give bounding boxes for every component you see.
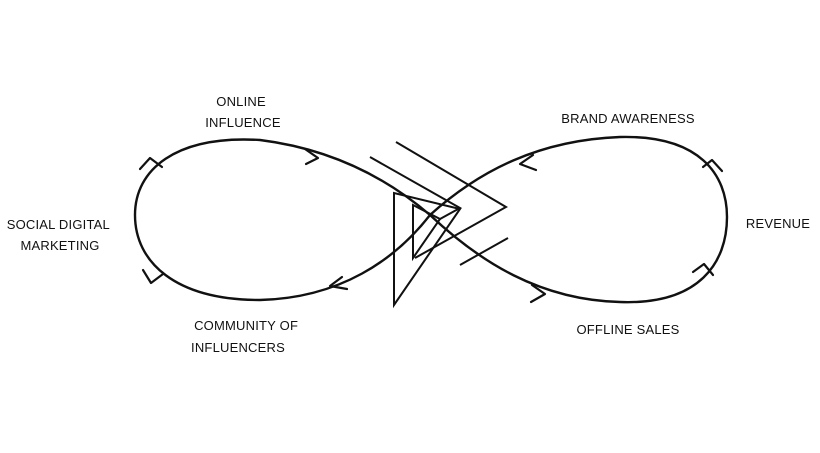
label-community-line-1: COMMUNITY OF xyxy=(194,318,298,333)
logo-chevron-lower xyxy=(459,237,509,266)
label-social-digital-marketing-line-1: SOCIAL DIGITAL xyxy=(7,217,110,232)
label-revenue-line-1: REVENUE xyxy=(746,216,810,231)
label-brand-awareness: BRAND AWARENESS xyxy=(561,111,695,126)
label-social-digital-marketing: SOCIAL DIGITAL MARKETING xyxy=(7,217,114,253)
label-offline-sales: OFFLINE SALES xyxy=(576,322,679,337)
label-brand-awareness-line-1: BRAND AWARENESS xyxy=(561,111,695,126)
arrow-online-influence xyxy=(303,147,320,166)
arrow-revenue-top xyxy=(701,158,724,173)
label-online-influence-line-2: INFLUENCE xyxy=(205,115,281,130)
label-community-line-2: INFLUENCERS xyxy=(191,340,285,355)
label-social-digital-marketing-line-2: MARKETING xyxy=(20,238,99,253)
diagram-labels: ONLINE INFLUENCE BRAND AWARENESS SOCIAL … xyxy=(7,94,810,355)
arrow-offline-sales xyxy=(529,283,547,304)
logo-inner-triangle xyxy=(412,203,442,262)
play-triangle-logo-icon xyxy=(369,141,509,309)
logo-chevron-upper xyxy=(395,141,509,259)
arrow-top-left xyxy=(138,156,164,171)
label-online-influence: ONLINE INFLUENCE xyxy=(205,94,281,130)
infinity-right-lobe xyxy=(428,135,729,304)
label-online-influence-line-1: ONLINE xyxy=(216,94,266,109)
arrow-revenue-bottom xyxy=(691,262,715,277)
logo-chevron-top xyxy=(369,156,463,220)
label-revenue: REVENUE xyxy=(746,216,810,231)
flow-arrows xyxy=(138,147,724,304)
label-offline-sales-line-1: OFFLINE SALES xyxy=(576,322,679,337)
arrow-brand-awareness xyxy=(518,153,538,172)
arrow-bottom-left xyxy=(141,268,165,285)
logo-outer-triangle xyxy=(393,191,462,309)
arrow-community xyxy=(328,275,349,291)
infinity-left-lobe xyxy=(133,138,432,302)
label-community-of-influencers: COMMUNITY OF INFLUENCERS xyxy=(191,318,302,355)
